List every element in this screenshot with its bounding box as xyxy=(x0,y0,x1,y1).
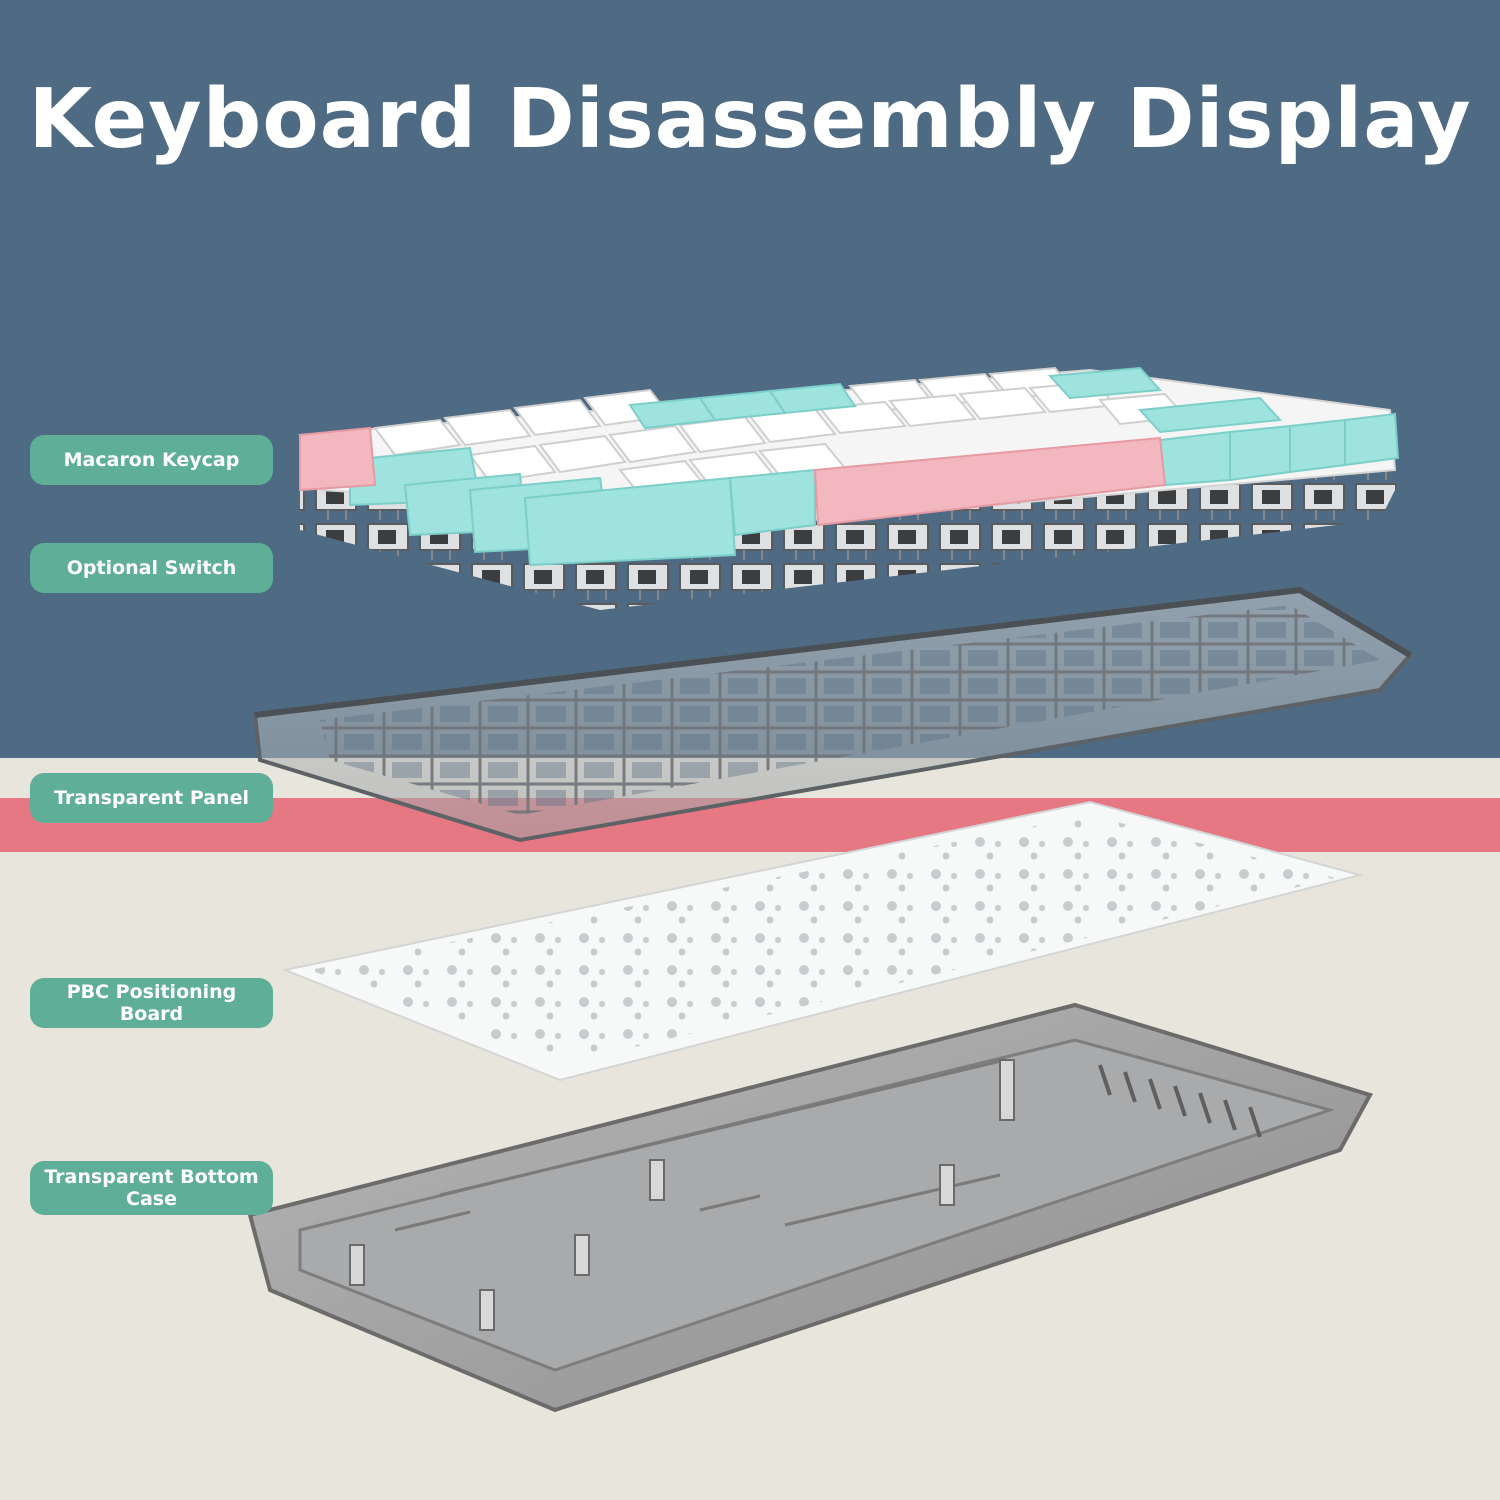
label-transparent-bottom-case: Transparent Bottom Case xyxy=(30,1161,273,1215)
bottom-case-layer xyxy=(247,1002,1373,1413)
page-title: Keyboard Disassembly Display xyxy=(28,72,1472,167)
label-optional-switch: Optional Switch xyxy=(30,543,273,593)
transparent-panel-layer xyxy=(252,586,1414,843)
positioning-board-layer xyxy=(281,800,1364,1082)
label-pbc-positioning-board: PBC Positioning Board xyxy=(30,978,273,1028)
keycaps-and-switches-layer xyxy=(298,366,1400,610)
label-macaron-keycap: Macaron Keycap xyxy=(30,435,273,485)
label-transparent-panel: Transparent Panel xyxy=(30,773,273,823)
